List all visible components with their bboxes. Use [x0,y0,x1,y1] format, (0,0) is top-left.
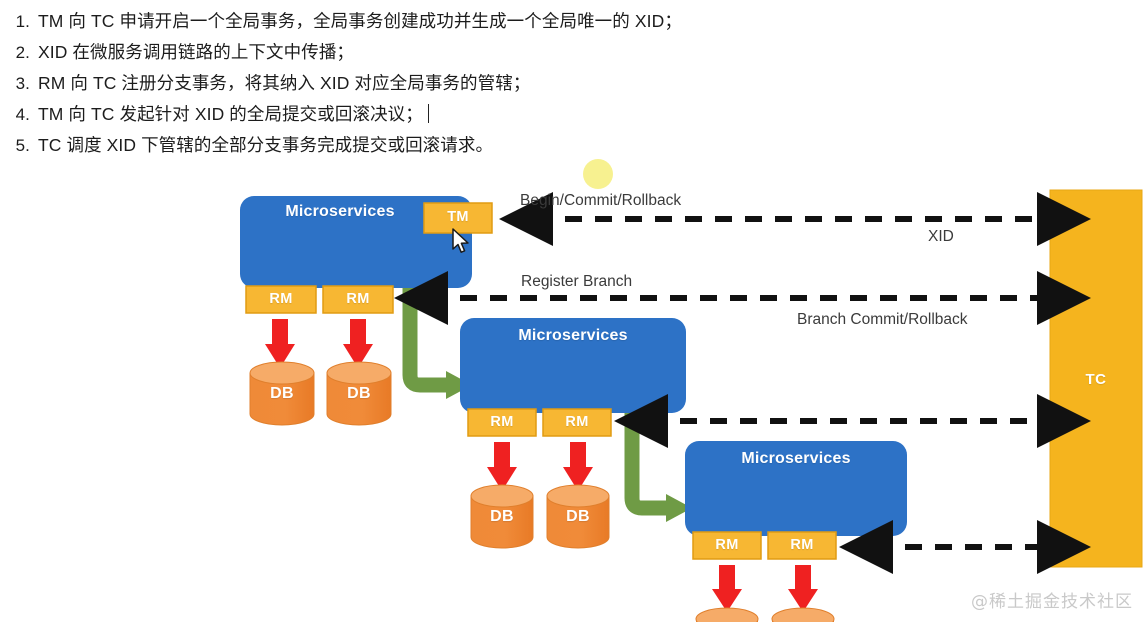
list-item: 1. TM 向 TC 申请开启一个全局事务，全局事务创建成功并生成一个全局唯一的… [0,6,1145,37]
microservices-box-3 [685,441,907,536]
click-highlight-indicator [583,159,613,189]
db-cylinder-6 [771,607,835,622]
list-item-number: 2. [15,43,30,62]
rm-chip-rect-1 [245,285,317,314]
edge-label-register-branch: Register Branch [521,273,633,290]
list-item-text: TM 向 TC 发起针对 XID 的全局提交或回滚决议； [38,104,423,124]
rm-chip-rect-2 [322,285,394,314]
mouse-cursor-icon [452,228,469,253]
list-item: 4. TM 向 TC 发起针对 XID 的全局提交或回滚决议； [0,99,1145,130]
green-flow-arrow-2 [624,396,692,522]
red-arrow-6 [788,565,818,612]
list-item-text: TM 向 TC 申请开启一个全局事务，全局事务创建成功并生成一个全局唯一的 XI… [38,11,682,31]
list-item-number: 4. [15,105,30,124]
db-cylinder-4 [546,484,610,549]
edge-label-begin-commit-rollback: Begin/Commit/Rollback [520,192,682,209]
db-cylinder-3 [470,484,534,549]
list-item: 3. RM 向 TC 注册分支事务，将其纳入 XID 对应全局事务的管辖； [0,68,1145,99]
watermark: @稀土掘金技术社区 [971,592,1133,612]
tc-box-rect [1049,189,1143,568]
red-arrow-3 [487,442,517,491]
db-cylinder-5 [695,607,759,622]
red-arrow-5 [712,565,742,612]
rm-chip-rect-5 [692,531,762,560]
list-item: 5. TC 调度 XID 下管辖的全部分支事务完成提交或回滚请求。 [0,130,1145,161]
rm-chip-rect-6 [767,531,837,560]
edge-label-branch-commit-rollback: Branch Commit/Rollback [797,311,968,328]
text-caret [427,104,429,123]
edge-label-xid: XID [928,228,954,245]
list-item-number: 3. [15,74,30,93]
list-item-text: XID 在微服务调用链路的上下文中传播； [38,42,355,62]
red-arrow-4 [563,442,593,491]
rm-chip-rect-3 [467,408,537,437]
list-item-number: 1. [15,12,30,31]
db-cylinder-2 [326,361,392,426]
red-arrow-2 [343,319,373,368]
list-item-text: TC 调度 XID 下管辖的全部分支事务完成提交或回滚请求。 [38,135,494,155]
list-item-number: 5. [15,136,30,155]
microservices-box-1 [240,196,472,288]
db-cylinder-1 [249,361,315,426]
green-flow-arrow-1 [402,273,472,399]
microservices-box-2 [460,318,686,413]
list-item: 2. XID 在微服务调用链路的上下文中传播； [0,37,1145,68]
rm-chip-rect-4 [542,408,612,437]
list-item-text: RM 向 TC 注册分支事务，将其纳入 XID 对应全局事务的管辖； [38,73,531,93]
red-arrow-1 [265,319,295,368]
steps-list: 1. TM 向 TC 申请开启一个全局事务，全局事务创建成功并生成一个全局唯一的… [0,0,1145,161]
